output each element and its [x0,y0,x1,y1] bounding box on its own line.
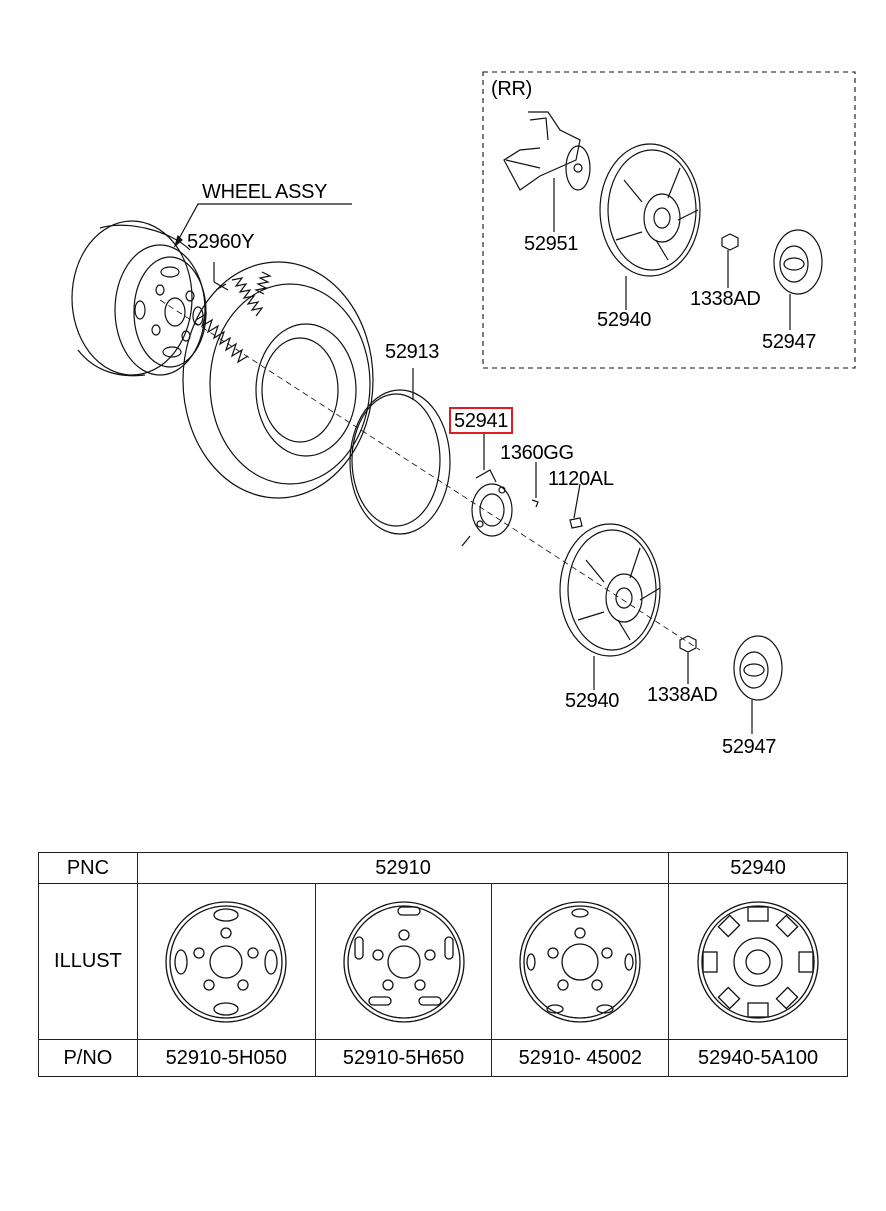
part-number-1[interactable]: 52910-5H050 [136,1039,316,1077]
pnc-reference-table: PNC 52910 52940 ILLUST [38,852,848,1077]
pnc-group-52910: 52910 [136,852,670,884]
wheel-cover-icon [697,900,819,1023]
illust-wheel-1 [136,883,316,1040]
illust-wheel-2 [314,883,493,1040]
part-number-2[interactable]: 52910-5H650 [314,1039,493,1077]
wheel-assy-leader [174,203,352,247]
row-label-illust: ILLUST [38,883,138,1040]
illust-wheel-3 [491,883,670,1040]
exploded-view-drawing [71,71,856,734]
callout-52960y[interactable]: 52960Y [187,231,255,253]
front-hub-cap-drawing [733,635,783,701]
part-number-4[interactable]: 52940-5A100 [668,1039,848,1077]
callout-52941-highlighted[interactable]: 52941 [449,407,514,434]
carrier-bracket-drawing [461,469,513,547]
callout-52951[interactable]: 52951 [524,233,579,255]
bolt-drawing [569,517,583,529]
wheel-rim-drawing [71,220,207,377]
rear-nut-drawing [721,233,739,251]
callout-1338ad-front[interactable]: 1338AD [647,684,718,706]
rim-band-drawing [349,389,451,535]
rr-group-label: (RR) [491,78,533,100]
callout-52940-front[interactable]: 52940 [565,690,620,712]
spare-carrier-drawing [503,111,591,191]
wheel-rim-icon [342,900,465,1023]
table-row: P/NO 52910-5H050 52910-5H650 52910- 4500… [38,1039,848,1077]
front-wheel-cover-drawing [559,523,661,657]
rr-group-box [482,71,856,369]
row-label-pno: P/NO [38,1039,138,1077]
pnc-group-52940: 52940 [668,852,848,884]
rear-hub-cap-drawing [773,229,823,295]
illust-wheel-cover [668,883,848,1040]
callout-1338ad-rear[interactable]: 1338AD [690,288,761,310]
part-number-3[interactable]: 52910- 45002 [491,1039,670,1077]
table-row: ILLUST [38,883,848,1040]
wheel-rim-icon [519,900,641,1023]
callout-52913[interactable]: 52913 [385,341,440,363]
wheel-rim-icon [165,900,287,1023]
wheel-assy-label: WHEEL ASSY [202,181,328,203]
callout-52947-front[interactable]: 52947 [722,736,777,758]
tire-drawing [182,261,374,499]
table-row: PNC 52910 52940 [38,852,848,884]
callout-1120al[interactable]: 1120AL [548,468,614,490]
row-label-pnc: PNC [38,852,138,884]
callout-52940-rear[interactable]: 52940 [597,309,652,331]
front-nut-drawing [679,635,697,653]
callout-1360gg[interactable]: 1360GG [500,442,574,464]
callout-52947-rear[interactable]: 52947 [762,331,817,353]
rear-wheel-cover-drawing [599,143,701,277]
